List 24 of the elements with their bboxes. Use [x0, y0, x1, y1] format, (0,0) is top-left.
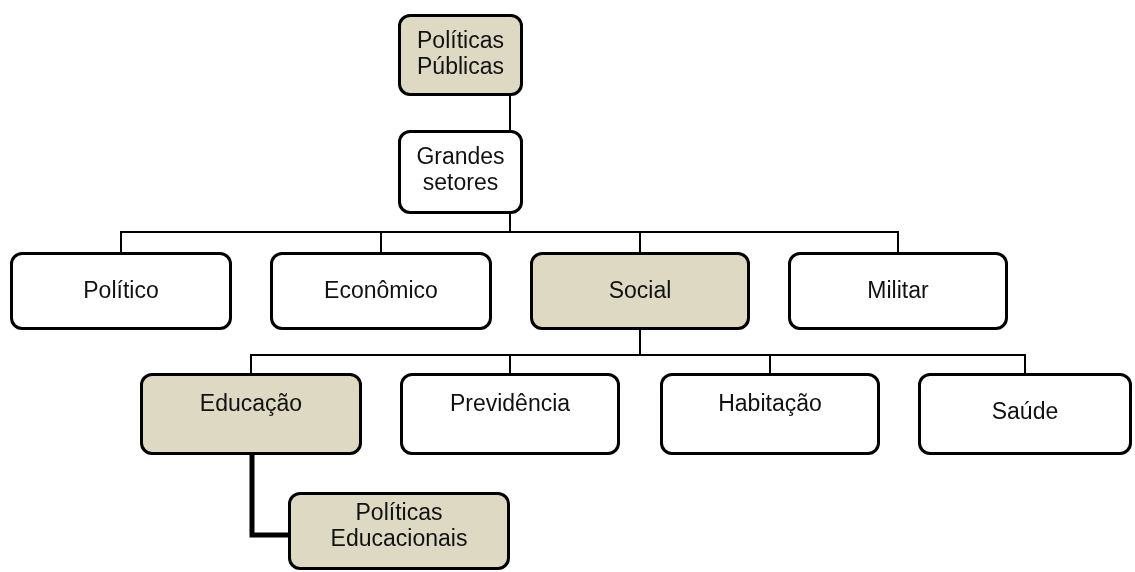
- box: [530, 252, 750, 330]
- box-label: Políticas Públicas: [416, 27, 505, 81]
- box: [788, 252, 1008, 330]
- connector-line: [509, 95, 511, 131]
- box: [10, 252, 232, 330]
- box-label: Saúde: [991, 398, 1059, 426]
- box: [918, 373, 1132, 455]
- box-label: Militar: [867, 277, 929, 305]
- box-label: Previdência: [449, 390, 571, 418]
- box: [270, 252, 492, 330]
- box: [140, 373, 362, 455]
- box-label: Econômico: [324, 277, 438, 305]
- box: [660, 373, 880, 455]
- box-label: Educação: [199, 390, 303, 418]
- connector-line: [249, 455, 288, 538]
- box: [398, 14, 523, 96]
- box-label: Habitação: [718, 390, 822, 418]
- box: [288, 492, 510, 570]
- box: [398, 130, 523, 214]
- box-label: Políticas Educacionais: [329, 499, 469, 553]
- box-label: Político: [83, 277, 159, 305]
- box: [400, 373, 620, 455]
- box-label: Social: [608, 277, 672, 305]
- box-label: Grandes setores: [415, 143, 506, 197]
